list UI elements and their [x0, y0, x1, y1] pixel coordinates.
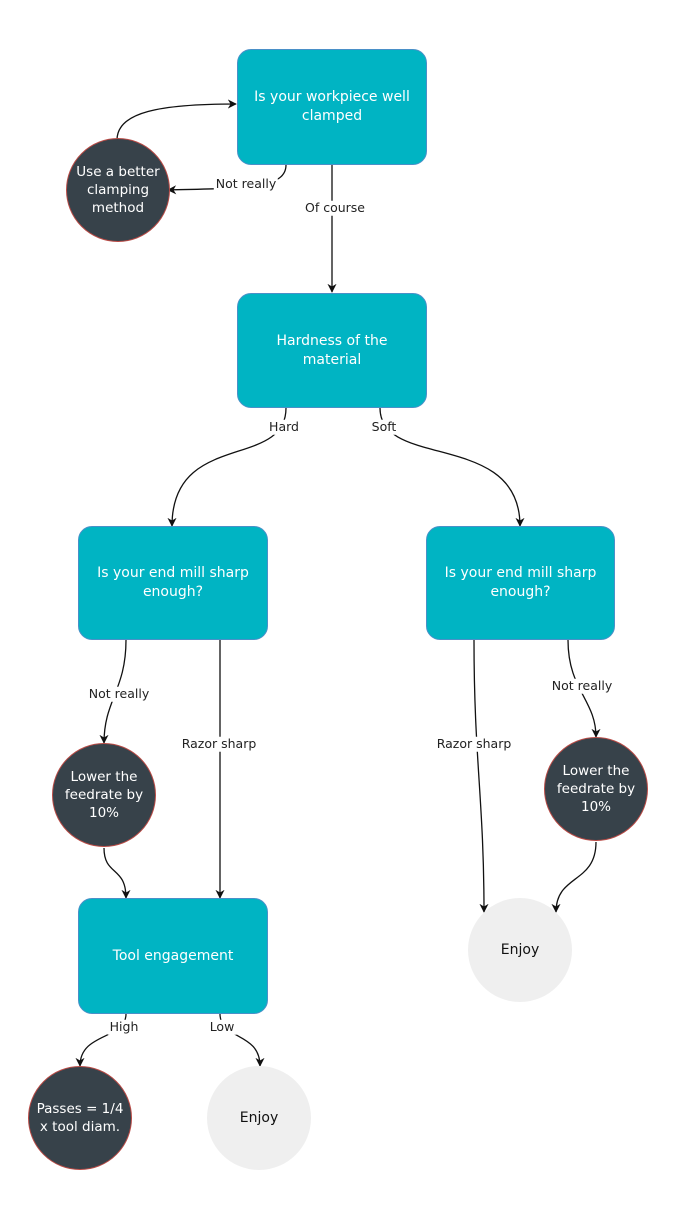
- edge-label-razor-sharp-hard: Razor sharp: [179, 735, 259, 752]
- node-tool-engagement: Tool engagement: [78, 898, 268, 1014]
- node-better-clamping: Use a better clamping method: [66, 138, 170, 242]
- edge-label-not-really-hard: Not really: [86, 685, 152, 702]
- node-sharp-question-hard: Is your end mill sharp enough?: [78, 526, 268, 640]
- node-lower-feed-soft: Lower the feedrate by 10%: [544, 737, 648, 841]
- node-enjoy-soft: Enjoy: [468, 898, 572, 1002]
- edge-lower-to-tool: [103, 847, 131, 899]
- edge-label-soft: Soft: [369, 418, 399, 435]
- edge-lower-to-enjoy: [551, 841, 597, 913]
- node-sharp-question-soft: Is your end mill sharp enough?: [426, 526, 615, 640]
- edge-label-razor-sharp-soft: Razor sharp: [434, 735, 514, 752]
- edge-label-high: High: [107, 1018, 141, 1035]
- edge-label-not-really-clamp: Not really: [213, 175, 279, 192]
- node-hardness: Hardness of the material: [237, 293, 427, 408]
- edge-razor-sharp-soft: [473, 639, 489, 913]
- edge-label-hard: Hard: [267, 418, 301, 435]
- edge-loop-back: [116, 99, 237, 141]
- node-lower-feed-hard: Lower the feedrate by 10%: [52, 743, 156, 847]
- edge-label-not-really-soft: Not really: [549, 677, 615, 694]
- edge-label-of-course: Of course: [303, 199, 367, 216]
- edge-soft: [379, 407, 525, 527]
- node-passes: Passes = 1/4 x tool diam.: [28, 1066, 132, 1170]
- node-clamped-question: Is your workpiece well clamped: [237, 49, 427, 165]
- edge-not-really-soft: [567, 639, 601, 738]
- edge-label-low: Low: [207, 1018, 237, 1035]
- node-enjoy-low: Enjoy: [207, 1066, 311, 1170]
